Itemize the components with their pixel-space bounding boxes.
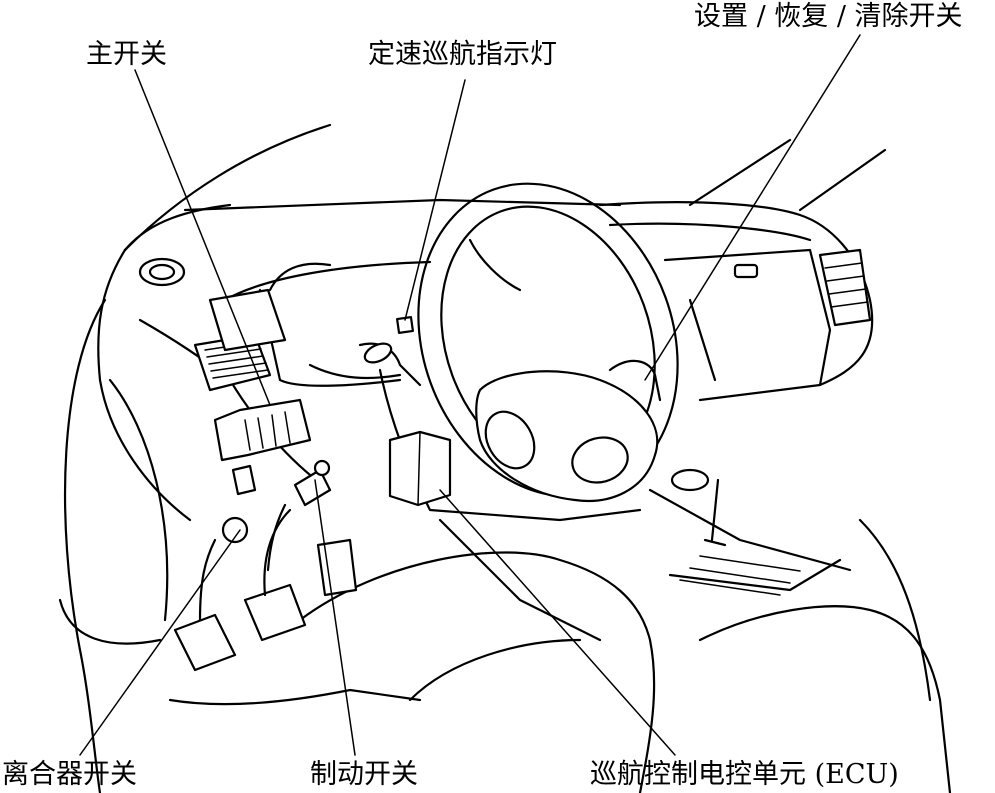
label-ecu: 巡航控制电控单元 (ECU) [590, 759, 899, 790]
leader-set-resume-cancel [645, 35, 860, 380]
leader-ecu [440, 490, 675, 755]
leader-brake-switch [315, 480, 355, 755]
label-brake-switch: 制动开关 [310, 759, 418, 790]
dashboard-illustration [60, 125, 950, 793]
label-cruise-indicator: 定速巡航指示灯 [368, 39, 557, 70]
label-main-switch: 主开关 [86, 39, 167, 70]
label-clutch-switch: 离合器开关 [2, 759, 137, 790]
label-set-resume-cancel: 设置 / 恢复 / 清除开关 [694, 1, 963, 32]
